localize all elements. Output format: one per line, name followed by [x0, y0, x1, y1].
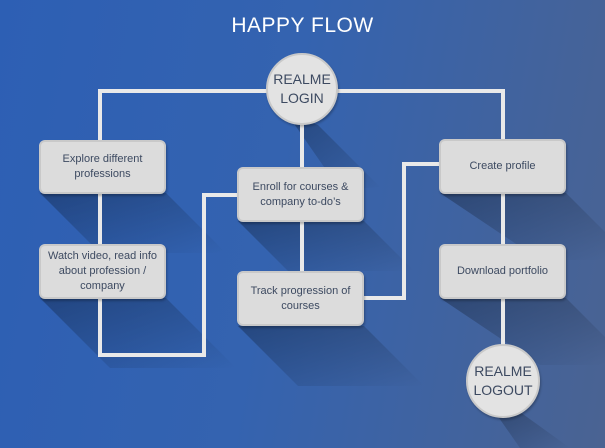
line-track-create	[362, 162, 442, 300]
line-login-explore	[98, 89, 270, 142]
diagram-title: HAPPY FLOW	[231, 14, 374, 37]
download-portfolio-node: Download portfolio	[439, 244, 566, 299]
track-progression-node: Track progression of courses	[237, 271, 364, 326]
realme-login-node: REALME LOGIN	[266, 53, 338, 125]
watch-video-node: Watch video, read info about profession …	[39, 244, 166, 299]
create-profile-node: Create profile	[439, 139, 566, 194]
enroll-courses-node: Enroll for courses & company to-do’s	[237, 167, 364, 222]
explore-professions-node: Explore different professions	[39, 140, 166, 194]
realme-logout-node: REALME LOGOUT	[466, 344, 540, 418]
connector-lines	[98, 89, 505, 357]
line-login-create	[334, 89, 505, 142]
line-watch-enroll	[98, 193, 240, 357]
